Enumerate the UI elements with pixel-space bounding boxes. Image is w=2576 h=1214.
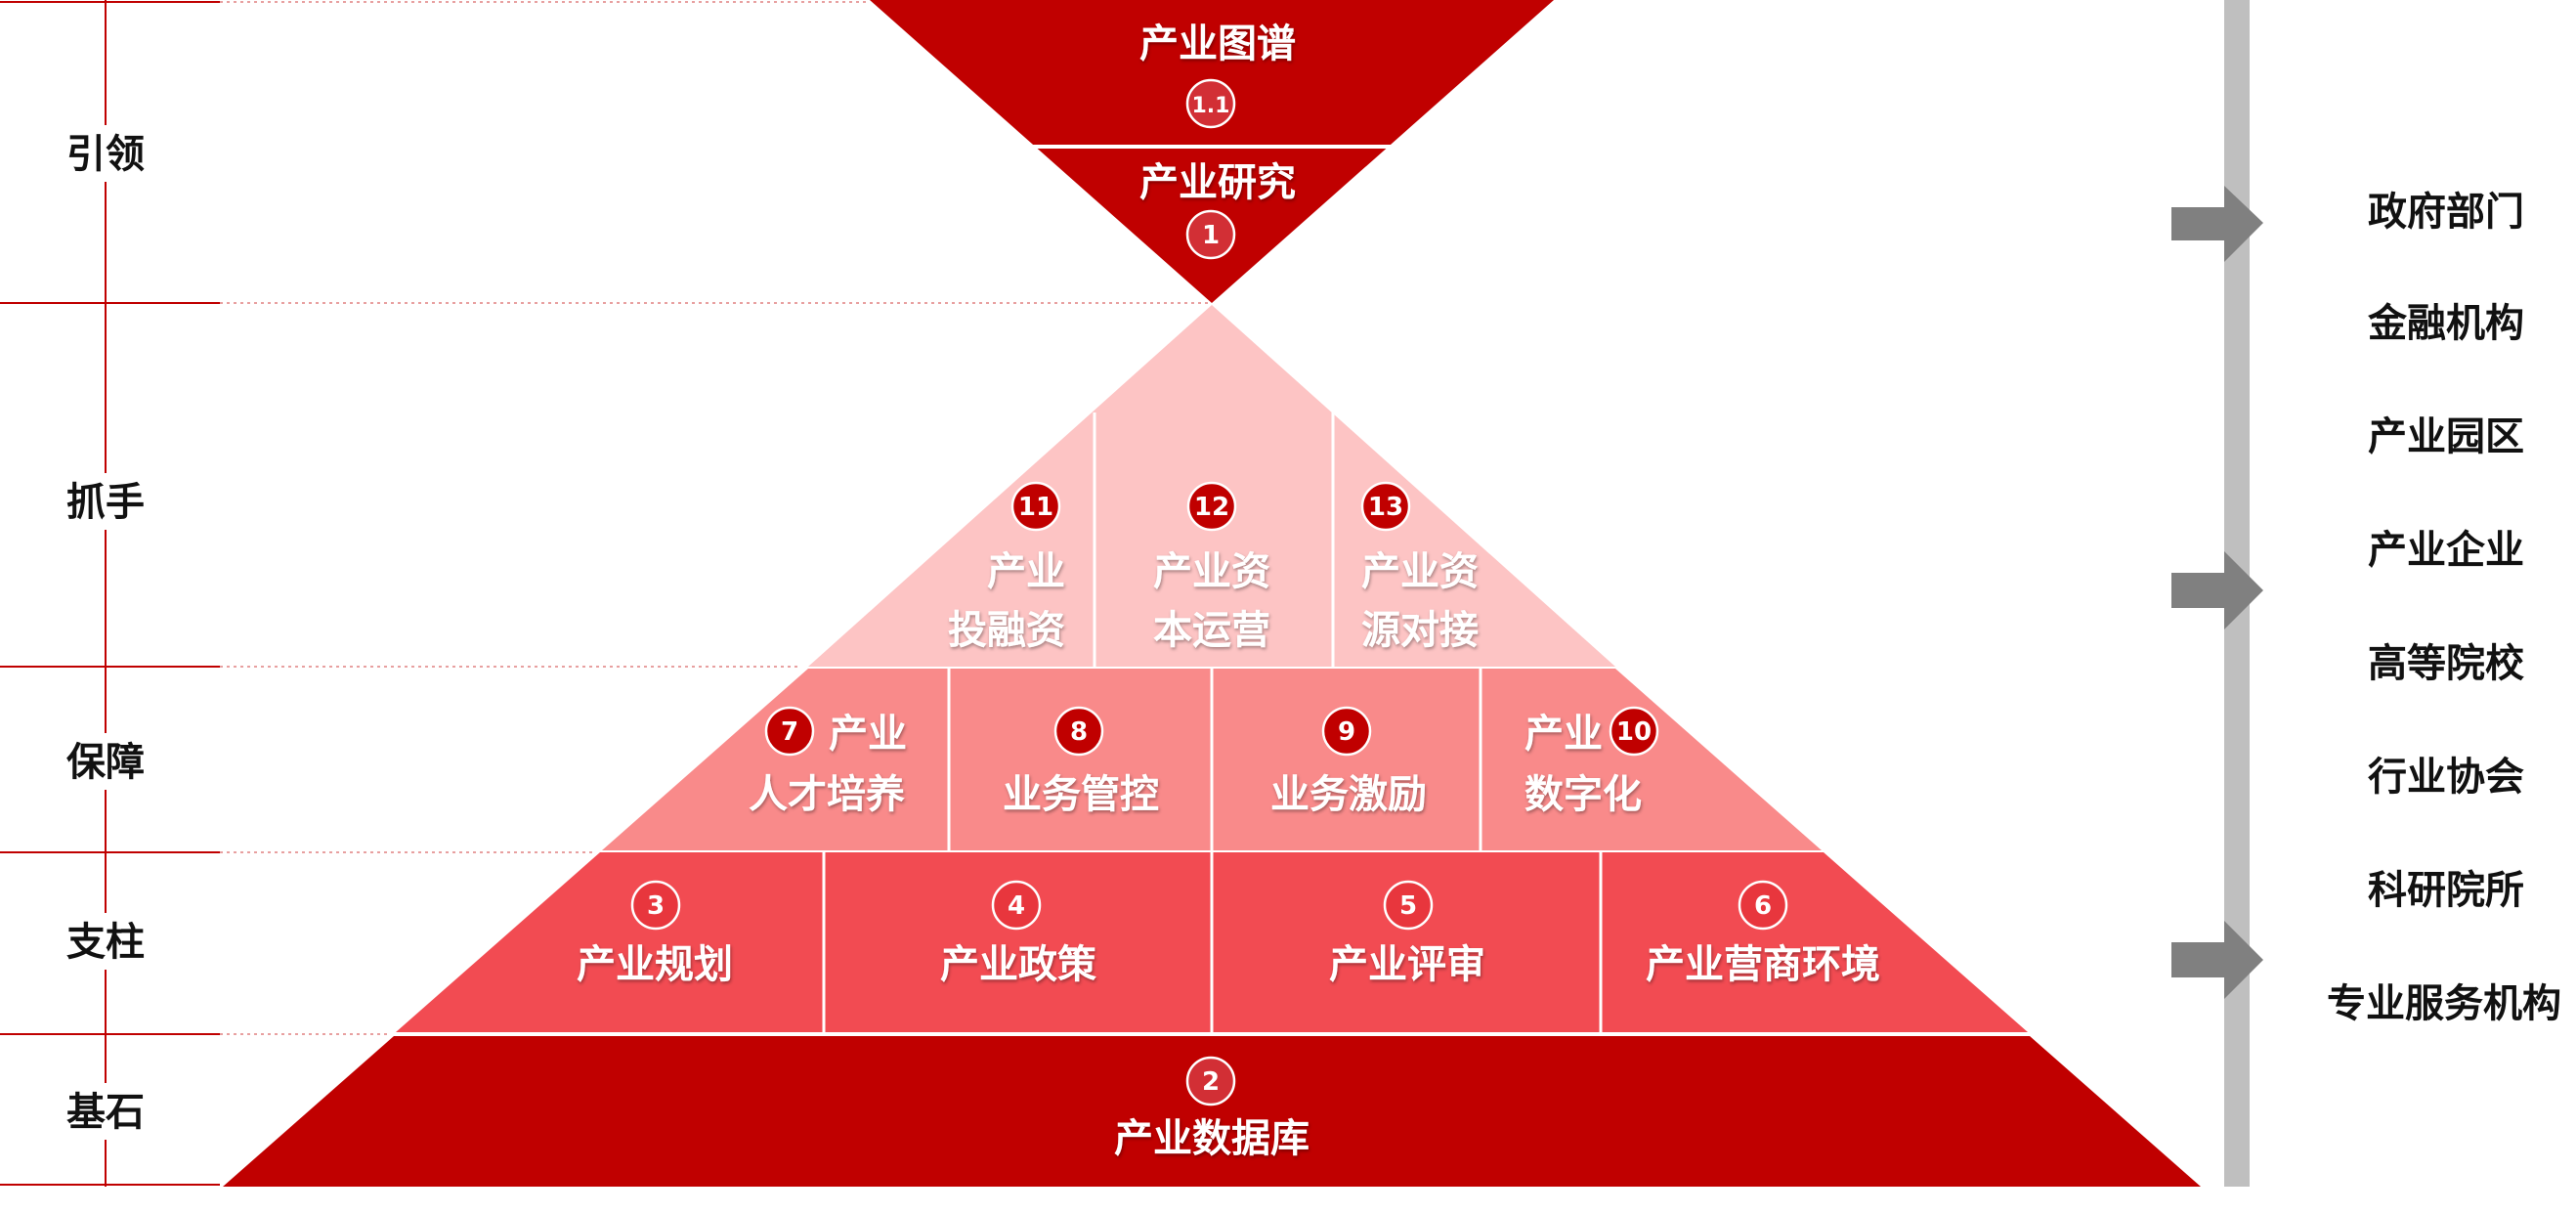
svg-text:1: 1 (1202, 221, 1220, 250)
map-title: 产业图谱 (1139, 22, 1296, 66)
arrow-right-icon (2171, 186, 2263, 262)
stakeholder-services: 专业服务机构 (2327, 981, 2561, 1026)
left-label-lead: 引领 (66, 132, 145, 177)
svg-text:产业营商环境: 产业营商环境 (1646, 942, 1880, 987)
svg-text:8: 8 (1070, 717, 1088, 747)
svg-text:4: 4 (1008, 891, 1025, 921)
svg-text:本运营: 本运营 (1153, 608, 1270, 653)
svg-text:13: 13 (1368, 493, 1403, 522)
svg-text:产业评审: 产业评审 (1329, 942, 1485, 987)
top-inverted-triangle: 产业图谱 1.1 产业研究 1 (870, 0, 1554, 303)
left-label-pillar: 支柱 (66, 920, 145, 965)
pillar-tier: 3 产业规划 4 产业政策 5 产业评审 6 产业营商环境 (396, 852, 2028, 1032)
stakeholder-gov: 政府部门 (2368, 190, 2524, 235)
svg-text:产业: 产业 (829, 712, 907, 757)
arrow-icons (2171, 186, 2263, 999)
right-labels: 政府部门 金融机构 产业园区 产业企业 高等院校 行业协会 科研院所 专业服务机… (2327, 190, 2561, 1026)
research-title: 产业研究 (1139, 160, 1296, 205)
arrow-right-icon (2171, 551, 2263, 629)
svg-text:9: 9 (1338, 717, 1355, 747)
grip-block-capital: 12 产业资 本运营 (1153, 481, 1270, 653)
pillar-block-planning: 3 产业规划 (577, 880, 733, 987)
guarantee-block-control: 8 业务管控 (1003, 706, 1159, 817)
svg-text:业务管控: 业务管控 (1003, 772, 1159, 817)
svg-text:5: 5 (1399, 891, 1417, 921)
guarantee-block-digital: 10 产业 数字化 (1524, 706, 1659, 817)
svg-text:2: 2 (1202, 1067, 1220, 1097)
svg-text:11: 11 (1018, 493, 1053, 522)
svg-text:产业政策: 产业政策 (940, 942, 1096, 987)
svg-text:10: 10 (1616, 717, 1652, 747)
svg-text:12: 12 (1194, 493, 1229, 522)
base-tier: 2 产业数据库 (223, 1036, 2201, 1187)
top-triangle-shape (870, 0, 1554, 303)
guarantee-tier: 7 产业 人才培养 8 业务管控 9 业务激励 10 产业 数字化 (602, 669, 1822, 850)
research-badge: 1 (1185, 209, 1236, 260)
left-label-grip: 抓手 (66, 480, 145, 525)
stakeholder-finance: 金融机构 (2367, 301, 2524, 346)
map-badge: 1.1 (1185, 78, 1236, 129)
left-label-base: 基石 (66, 1090, 145, 1135)
grip-block-investment: 11 产业 投融资 (948, 481, 1065, 653)
left-labels: 引领 抓手 保障 支柱 基石 (51, 125, 160, 1140)
arrow-right-icon (2171, 921, 2263, 999)
svg-text:数字化: 数字化 (1524, 772, 1642, 817)
svg-text:投融资: 投融资 (948, 608, 1065, 653)
svg-text:产业规划: 产业规划 (577, 942, 733, 987)
stakeholder-association: 行业协会 (2368, 755, 2524, 800)
svg-text:3: 3 (647, 891, 665, 921)
svg-text:1.1: 1.1 (1192, 94, 1230, 118)
base-badge (1185, 1056, 1236, 1106)
dotted-guides (220, 1, 1212, 1035)
svg-text:产业资: 产业资 (1153, 549, 1270, 594)
stakeholder-institute: 科研院所 (2368, 868, 2524, 913)
base-title: 产业数据库 (1114, 1116, 1309, 1161)
stakeholder-enterprise: 产业企业 (2368, 528, 2524, 573)
svg-text:产业: 产业 (1524, 712, 1603, 757)
svg-text:7: 7 (781, 717, 798, 747)
stakeholder-park: 产业园区 (2368, 414, 2524, 459)
grip-block-resource: 13 产业资 源对接 (1360, 481, 1479, 653)
pillar-block-policy: 4 产业政策 (940, 880, 1096, 987)
svg-text:业务激励: 业务激励 (1270, 772, 1427, 817)
stakeholder-university: 高等院校 (2368, 641, 2524, 686)
svg-text:6: 6 (1754, 891, 1772, 921)
left-label-guarantee: 保障 (66, 740, 145, 785)
left-axis (0, 0, 220, 1187)
guarantee-block-incentive: 9 业务激励 (1270, 706, 1427, 817)
grip-tier: 11 产业 投融资 12 产业资 本运营 13 产业资 源对接 (808, 305, 1615, 667)
svg-text:产业资: 产业资 (1361, 549, 1479, 594)
svg-text:产业: 产业 (987, 549, 1065, 594)
svg-text:源对接: 源对接 (1361, 608, 1479, 653)
svg-text:人才培养: 人才培养 (749, 772, 905, 817)
pillar-block-review: 5 产业评审 (1329, 880, 1485, 987)
guarantee-block-talent: 7 产业 人才培养 (749, 706, 907, 817)
pillar-block-business-env: 6 产业营商环境 (1646, 880, 1880, 987)
